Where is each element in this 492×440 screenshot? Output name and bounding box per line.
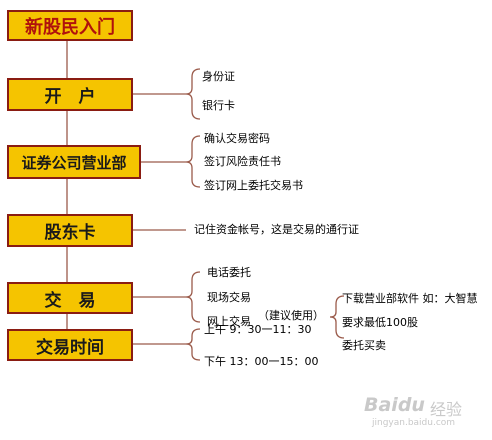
step-shareholder-card: 股东卡	[7, 214, 133, 247]
watermark-url: jingyan.baidu.com	[372, 418, 456, 428]
curly-brace-sub	[329, 295, 345, 339]
watermark-cn: 经验	[430, 400, 463, 419]
leaf-online-agreement: 签订网上委托交易书	[204, 179, 303, 192]
leaf-risk-statement: 签订风险责任书	[204, 155, 281, 168]
step-trading-hours: 交易时间	[7, 329, 133, 361]
leaf-account-note: 记住资金帐号，这是交易的通行证	[194, 223, 359, 236]
leaf-id-card: 身份证	[202, 70, 235, 83]
recommended-note: （建议使用）	[258, 309, 324, 322]
leaf-bank-card: 银行卡	[202, 99, 235, 112]
curly-brace	[185, 271, 201, 323]
leaf-confirm-password: 确认交易密码	[204, 132, 270, 145]
leaf-afternoon-hours: 下午 13：00一15：00	[204, 355, 319, 368]
curly-brace	[185, 328, 201, 361]
leaf-download-software: 下载营业部软件 如：大智慧	[342, 292, 478, 305]
curly-brace	[185, 135, 201, 188]
step-brokerage: 证券公司营业部	[7, 145, 141, 179]
leaf-phone-order: 电话委托	[207, 266, 251, 279]
curly-brace	[185, 68, 201, 120]
step-open-account: 开 户	[7, 78, 133, 111]
step-trading: 交 易	[7, 282, 133, 314]
leaf-min-100-shares: 要求最低100股	[342, 316, 418, 329]
leaf-onsite-trading: 现场交易	[207, 291, 251, 304]
leaf-online-trading: 网上交易	[207, 315, 251, 328]
leaf-morning-hours: 上午 9：30一11：30	[204, 323, 312, 336]
title-box: 新股民入门	[7, 10, 133, 41]
leaf-place-order: 委托买卖	[342, 339, 386, 352]
watermark-brand: Baidu	[364, 394, 425, 416]
